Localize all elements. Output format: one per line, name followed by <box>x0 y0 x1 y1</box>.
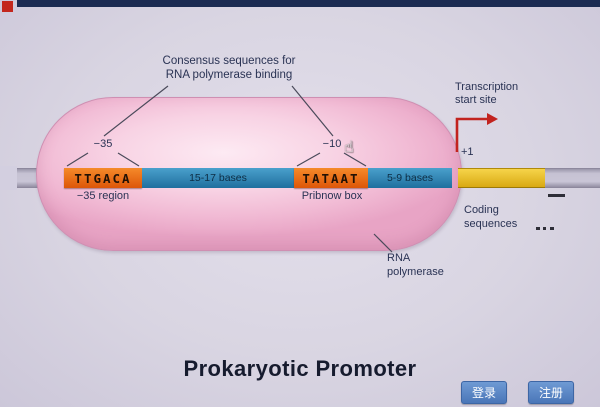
rna-polymerase-label-line2: polymerase <box>387 266 444 278</box>
pribnow-box-label: Pribnow box <box>301 190 363 202</box>
consensus-label: Consensus sequences for RNA polymerase b… <box>139 54 319 82</box>
rna-polymerase-label: RNA polymerase <box>387 251 467 279</box>
hand-cursor-icon: ☝ <box>344 139 354 156</box>
minus10-sequence-box: TATAAT <box>294 168 368 188</box>
spacer-15-17-bar: 15-17 bases <box>142 168 294 188</box>
consensus-label-line1: Consensus sequences for <box>162 55 296 67</box>
minus35-tick-label: −35 <box>93 138 113 150</box>
spacer-15-17-label: 15-17 bases <box>189 172 247 184</box>
coding-sequence-segment <box>458 169 545 187</box>
diagram-title: Prokaryotic Promoter <box>183 356 417 381</box>
coding-label-line1: Coding <box>464 204 499 216</box>
corner-red-marker <box>2 1 13 12</box>
plus-one-label: +1 <box>461 146 474 158</box>
transcription-start-label: Transcription start site <box>455 81 555 107</box>
register-button[interactable]: 注册 <box>528 381 574 404</box>
dna-strand-left-cap <box>0 166 17 190</box>
minus10-sequence: TATAAT <box>302 170 360 186</box>
coding-dash-mark <box>548 194 565 197</box>
transcription-label-line1: Transcription <box>455 81 519 93</box>
coding-sequences-label: Coding sequences <box>464 203 544 231</box>
consensus-label-line2: RNA polymerase binding <box>165 69 293 81</box>
arrow-head-icon <box>487 113 498 125</box>
transcription-label-line2: start site <box>455 94 497 106</box>
login-button[interactable]: 登录 <box>461 381 507 404</box>
top-border-strip <box>17 0 600 7</box>
rna-polymerase-label-line1: RNA <box>387 252 411 264</box>
spacer-5-9-label: 5-9 bases <box>386 172 434 184</box>
minus10-tick-label: −10 <box>322 138 342 150</box>
coding-dots-mark <box>536 227 554 230</box>
minus35-sequence: TTGACA <box>74 170 132 186</box>
coding-label-line2: sequences <box>464 218 518 230</box>
minus35-sequence-box: TTGACA <box>64 168 142 188</box>
spacer-5-9-bar: 5-9 bases <box>368 168 452 188</box>
minus35-region-label: −35 region <box>76 190 130 202</box>
